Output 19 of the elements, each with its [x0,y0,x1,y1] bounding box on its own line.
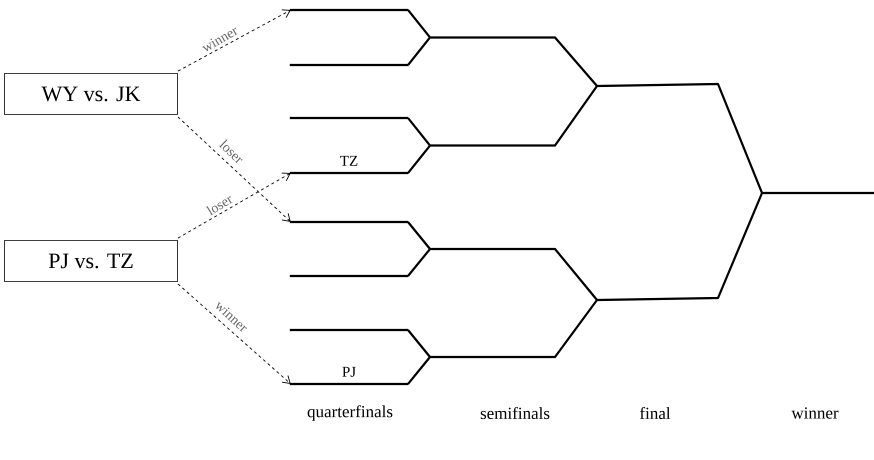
arrow [177,172,291,239]
bracket-slot [290,8,408,12]
bracket-slot [290,64,408,66]
bracket-slot: PJ [290,366,408,386]
bracket-slot [290,116,408,120]
match-box: PJ vs. TZ [4,240,178,282]
arrow [177,116,291,222]
match-box: WY vs. JK [4,73,178,115]
bracket-slot [290,220,408,224]
bracket-slot: TZ [290,156,408,174]
bracket-slot [290,328,408,332]
bracket-slot [290,274,408,278]
column-heading: final [640,406,670,420]
column-heading: quarterfinals [308,405,392,421]
arrow [177,9,291,72]
column-heading: winner [791,407,838,419]
column-heading: semifinals [480,406,550,420]
arrow [177,283,291,384]
edge-label: loser [206,196,232,216]
